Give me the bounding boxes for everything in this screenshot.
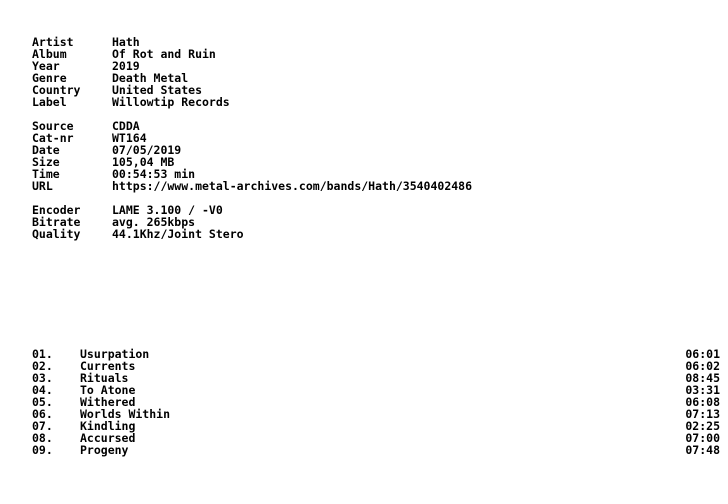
track-number: 04.	[32, 383, 53, 397]
track-number: 05.	[32, 395, 53, 409]
track-number: 02.	[32, 359, 53, 373]
info-value: Death Metal	[112, 71, 189, 85]
track-duration: 06:01	[685, 347, 720, 361]
track-row: 05. Withered 06:08	[32, 396, 720, 408]
info-row-country: Country United States	[32, 84, 230, 96]
info-label: Time	[32, 167, 60, 181]
info-label: Album	[32, 47, 67, 61]
info-row-source: Source CDDA	[32, 120, 472, 132]
track-duration: 06:08	[685, 395, 720, 409]
info-value: 07/05/2019	[112, 143, 182, 157]
info-label: Date	[32, 143, 60, 157]
info-value: 00:54:53 min	[112, 167, 196, 181]
track-row: 09. Progeny 07:48	[32, 444, 720, 456]
track-title: Kindling	[80, 419, 136, 433]
track-row: 01. Usurpation 06:01	[32, 348, 720, 360]
info-label: Label	[32, 95, 67, 109]
info-label: Bitrate	[32, 215, 81, 229]
info-value: 44.1Khz/Joint Stero	[112, 227, 244, 241]
info-row-date: Date 07/05/2019	[32, 144, 472, 156]
info-value: Hath	[112, 35, 140, 49]
info-row-time: Time 00:54:53 min	[32, 168, 472, 180]
info-row-genre: Genre Death Metal	[32, 72, 230, 84]
info-label: Source	[32, 119, 74, 133]
track-number: 08.	[32, 431, 53, 445]
info-row-cat-nr: Cat-nr WT164	[32, 132, 472, 144]
encoder-info-section: Encoder LAME 3.100 / -V0 Bitrate avg. 265k…	[32, 204, 244, 240]
source-info-section: Source CDDA Cat-nr WT164 Date 07/05/2019 Si…	[32, 120, 472, 192]
track-duration: 07:00	[685, 431, 720, 445]
info-label: Genre	[32, 71, 67, 85]
info-value: CDDA	[112, 119, 140, 133]
track-number: 09.	[32, 443, 53, 457]
track-title: Currents	[80, 359, 136, 373]
info-row-size: Size 105,04 MB	[32, 156, 472, 168]
info-label: Cat-nr	[32, 131, 74, 145]
info-row-album: Album Of Rot and Ruin	[32, 48, 230, 60]
track-number: 07.	[32, 419, 53, 433]
track-row: 04. To Atone 03:31	[32, 384, 720, 396]
track-row: 07. Kindling 02:25	[32, 420, 720, 432]
track-row: 08. Accursed 07:00	[32, 432, 720, 444]
info-label: Artist	[32, 35, 74, 49]
info-value: 2019	[112, 59, 140, 73]
info-value: Willowtip Records	[112, 95, 230, 109]
info-value: avg. 265kbps	[112, 215, 196, 229]
info-row-quality: Quality 44.1Khz/Joint Stero	[32, 228, 244, 240]
info-label: Quality	[32, 227, 81, 241]
track-title: Progeny	[80, 443, 129, 457]
tracklist: 01. Usurpation 06:01 02. Currents 06:02 03. R…	[32, 348, 720, 456]
track-number: 03.	[32, 371, 53, 385]
track-number: 01.	[32, 347, 53, 361]
track-duration: 06:02	[685, 359, 720, 373]
url-text: https://www.metal-archives.com/bands/Hat…	[112, 179, 473, 193]
info-label: Year	[32, 59, 60, 73]
track-title: Withered	[80, 395, 136, 409]
info-value: United States	[112, 83, 203, 97]
track-title: Usurpation	[80, 347, 150, 361]
info-row-artist: Artist Hath	[32, 36, 230, 48]
info-row-encoder: Encoder LAME 3.100 / -V0	[32, 204, 244, 216]
track-row: 02. Currents 06:02	[32, 360, 720, 372]
info-row-label: Label Willowtip Records	[32, 96, 230, 108]
track-duration: 03:31	[685, 383, 720, 397]
track-duration: 07:13	[685, 407, 720, 421]
info-label: URL	[32, 179, 53, 193]
info-row-bitrate: Bitrate avg. 265kbps	[32, 216, 244, 228]
info-value: Of Rot and Ruin	[112, 47, 216, 61]
info-value: LAME 3.100 / -V0	[112, 203, 223, 217]
info-label: Country	[32, 83, 81, 97]
info-row-year: Year 2019	[32, 60, 230, 72]
track-title: Accursed	[80, 431, 136, 445]
track-title: Rituals	[80, 371, 129, 385]
album-metadata-section: Artist Hath Album Of Rot and Ruin Year 2019…	[32, 36, 230, 108]
track-title: To Atone	[80, 383, 136, 397]
track-duration: 08:45	[685, 371, 720, 385]
track-row: 06. Worlds Within 07:13	[32, 408, 720, 420]
info-label: Encoder	[32, 203, 81, 217]
track-number: 06.	[32, 407, 53, 421]
track-title: Worlds Within	[80, 407, 171, 421]
track-row: 03. Rituals 08:45	[32, 372, 720, 384]
track-duration: 07:48	[685, 443, 720, 457]
info-value: WT164	[112, 131, 147, 145]
info-row-url: URL https://www.metal-archives.com/bands/…	[32, 180, 472, 192]
info-value: 105,04 MB	[112, 155, 175, 169]
track-duration: 02:25	[685, 419, 720, 433]
info-label: Size	[32, 155, 60, 169]
